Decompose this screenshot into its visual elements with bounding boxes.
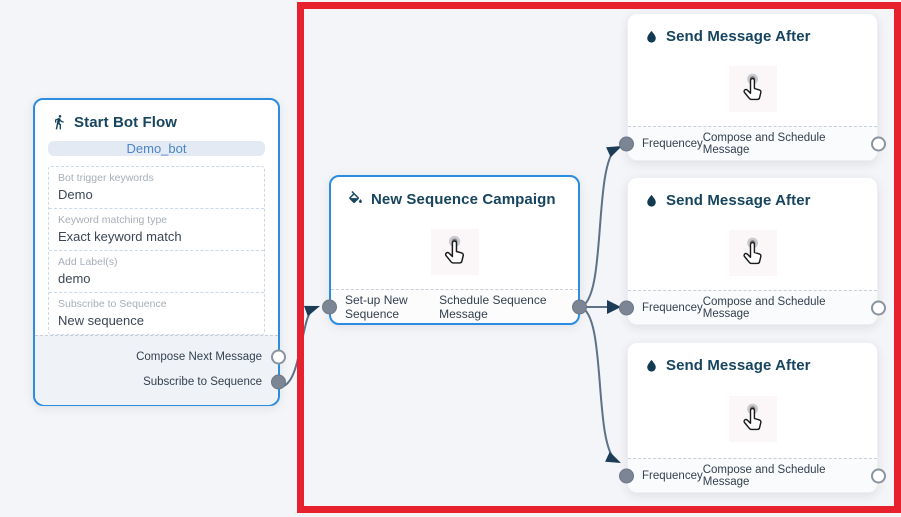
node-send-message-after-3[interactable]: Send Message After Frequencey Compose an… [619, 342, 886, 493]
output-label: Compose and Schedule Message [702, 463, 826, 488]
hand-cursor-icon[interactable] [430, 228, 479, 275]
output-label: Subscribe to Sequence [143, 376, 262, 388]
node-footer: Frequencey Compose and Schedule Message [619, 458, 886, 492]
connector-compose-and-schedule-message[interactable] [871, 300, 886, 315]
hand-cursor-icon[interactable] [728, 65, 777, 112]
field-value: Exact keyword match [58, 229, 182, 244]
output-label: Compose Next Message [136, 351, 262, 363]
node-footer: Set-up New Sequence Schedule Sequence Me… [322, 289, 587, 323]
output-label: Compose and Schedule Message [702, 295, 826, 320]
paint-bucket-icon [349, 191, 362, 204]
input-label: Frequencey [642, 469, 703, 482]
droplet-icon [647, 194, 656, 207]
input-label: Frequencey [642, 301, 703, 314]
node-new-sequence-campaign[interactable]: New Sequence Campaign Set-up New Sequenc… [322, 175, 587, 325]
node-header: Send Message After [628, 14, 877, 51]
connector-frequencey[interactable] [619, 136, 634, 151]
connector-compose-and-schedule-message[interactable] [871, 468, 886, 483]
node-header: Send Message After [628, 343, 877, 380]
arrowhead-icon [304, 305, 320, 317]
input-label: Frequencey [642, 137, 703, 150]
field-label: Add Label(s) [58, 256, 118, 268]
connector-subscribe-to-sequence[interactable] [271, 374, 286, 390]
node-body[interactable] [331, 214, 578, 289]
field-add-labels[interactable]: Add Label(s) demo [49, 251, 264, 293]
field-bot-trigger-keywords[interactable]: Bot trigger keywords Demo [49, 167, 264, 209]
field-value: demo [58, 271, 91, 286]
droplet-icon [647, 30, 656, 43]
walking-person-icon [55, 115, 64, 130]
droplet-icon [647, 359, 656, 372]
node-body[interactable] [628, 215, 877, 290]
connector-setup-new-sequence[interactable] [322, 299, 337, 314]
node-title: Start Bot Flow [74, 113, 178, 131]
connector-frequencey[interactable] [619, 468, 634, 483]
connector-compose-and-schedule-message[interactable] [871, 136, 886, 151]
field-label: Keyword matching type [58, 214, 168, 226]
node-footer: Frequencey Compose and Schedule Message [619, 290, 886, 324]
edge-campaign-to-send-1 [579, 147, 617, 308]
field-list: Bot trigger keywords Demo Keyword matchi… [48, 166, 265, 335]
output-label: Schedule Sequence Message [439, 292, 547, 321]
node-title: Send Message After [666, 28, 811, 45]
node-title: New Sequence Campaign [371, 191, 556, 208]
connector-schedule-sequence-message[interactable] [572, 299, 587, 314]
node-header: New Sequence Campaign [331, 177, 578, 214]
connector-frequencey[interactable] [619, 300, 634, 315]
bot-name-button[interactable]: Demo_bot [48, 141, 265, 156]
node-header: Start Bot Flow [35, 100, 278, 139]
hand-cursor-icon[interactable] [728, 229, 777, 276]
edge-campaign-to-send-3 [579, 306, 617, 462]
field-label: Bot trigger keywords [58, 172, 154, 184]
arrowhead-icon [605, 451, 621, 463]
field-subscribe-to-sequence[interactable]: Subscribe to Sequence New sequence [49, 293, 264, 334]
node-body[interactable] [628, 51, 877, 126]
output-subscribe-to-sequence: Subscribe to Sequence [35, 371, 286, 393]
field-value: New sequence [58, 313, 144, 328]
node-title: Send Message After [666, 357, 811, 374]
node-send-message-after-1[interactable]: Send Message After Frequencey Compose an… [619, 13, 886, 161]
edge-subscribe-to-campaign [279, 306, 317, 388]
field-label: Subscribe to Sequence [58, 298, 167, 310]
field-keyword-matching-type[interactable]: Keyword matching type Exact keyword matc… [49, 209, 264, 251]
hand-cursor-icon[interactable] [728, 396, 777, 442]
input-label: Set-up New Sequence [345, 292, 408, 321]
node-header: Send Message After [628, 178, 877, 215]
node-title: Send Message After [666, 192, 811, 209]
node-start-bot-flow[interactable]: Start Bot Flow Demo_bot Bot trigger keyw… [33, 98, 286, 406]
output-compose-next-message: Compose Next Message [35, 346, 286, 368]
connector-compose-next-message[interactable] [271, 349, 286, 365]
node-send-message-after-2[interactable]: Send Message After Frequencey Compose an… [619, 177, 886, 325]
node-footer: Compose Next Message Subscribe to Sequen… [35, 335, 286, 405]
output-label: Compose and Schedule Message [702, 131, 826, 156]
node-body[interactable] [628, 380, 877, 458]
field-value: Demo [58, 187, 93, 202]
node-footer: Frequencey Compose and Schedule Message [619, 126, 886, 160]
